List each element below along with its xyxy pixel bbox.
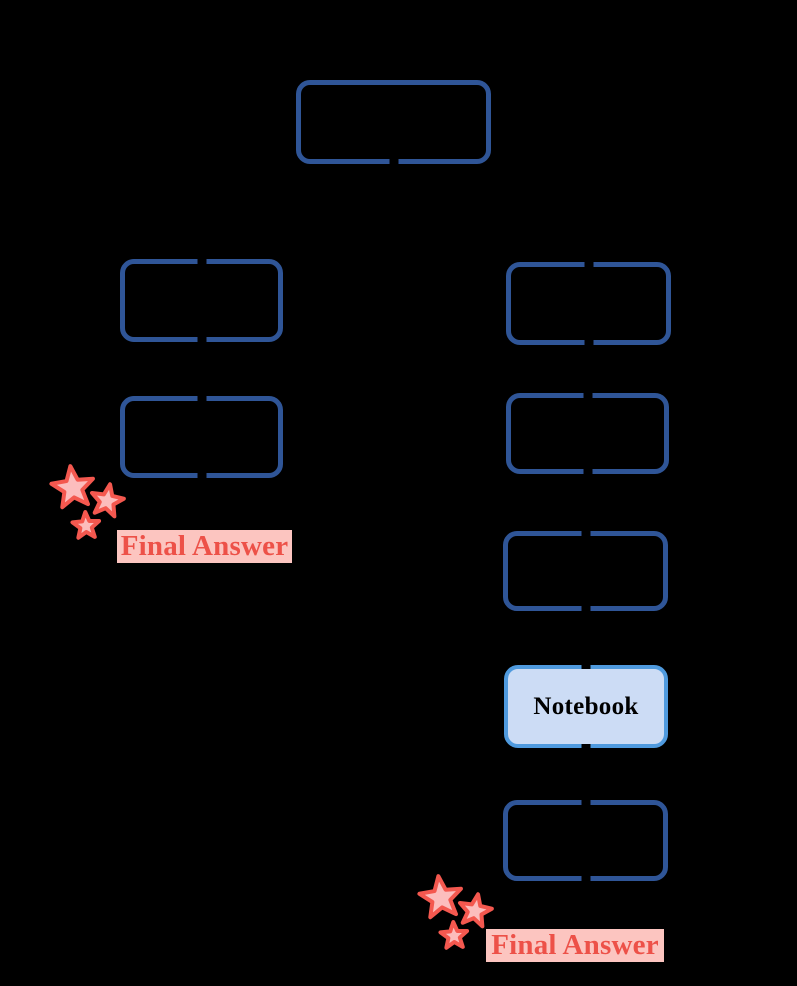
flow-node-label: Notebook [533, 692, 639, 720]
flow-node-notebook[interactable]: Notebook [504, 664, 668, 749]
stars-right-sparkle-icon [417, 874, 508, 956]
connector-stub-top-icon [581, 800, 590, 805]
star-icon-2 [458, 892, 494, 929]
stars-left-sparkle-icon [49, 464, 140, 546]
connector-stub-icon [197, 337, 206, 342]
connector-stub-icon [197, 473, 206, 478]
connector-stub-top-icon [197, 396, 206, 401]
connector-stub-top-icon [581, 531, 590, 536]
flow-node-right-2[interactable] [506, 393, 669, 474]
connector-stub-icon [581, 876, 590, 881]
connector-stub-top-icon [584, 262, 593, 267]
connector-stub-icon [389, 159, 398, 164]
flow-node-right-5[interactable] [503, 800, 668, 881]
star-icon-3 [70, 510, 102, 540]
connector-stub-top-icon [581, 664, 591, 669]
connector-stub-icon [581, 744, 591, 749]
flow-node-right-3[interactable] [503, 531, 668, 611]
star-icon-3 [438, 920, 470, 950]
star-icon-2 [90, 482, 126, 519]
connector-stub-icon [583, 469, 592, 474]
star-icon-1 [417, 874, 463, 920]
final-answer-right: Final Answer [486, 929, 664, 962]
star-icon-1 [49, 464, 95, 510]
connector-stub-top-icon [583, 393, 592, 398]
flow-node-root[interactable] [296, 80, 491, 164]
flow-node-right-1[interactable] [506, 262, 671, 345]
flow-node-left-2[interactable] [120, 396, 283, 478]
connector-stub-top-icon [197, 259, 206, 264]
connector-stub-icon [581, 606, 590, 611]
connector-stub-icon [584, 340, 593, 345]
final-answer-left: Final Answer [117, 530, 292, 563]
flow-node-left-1[interactable] [120, 259, 283, 342]
